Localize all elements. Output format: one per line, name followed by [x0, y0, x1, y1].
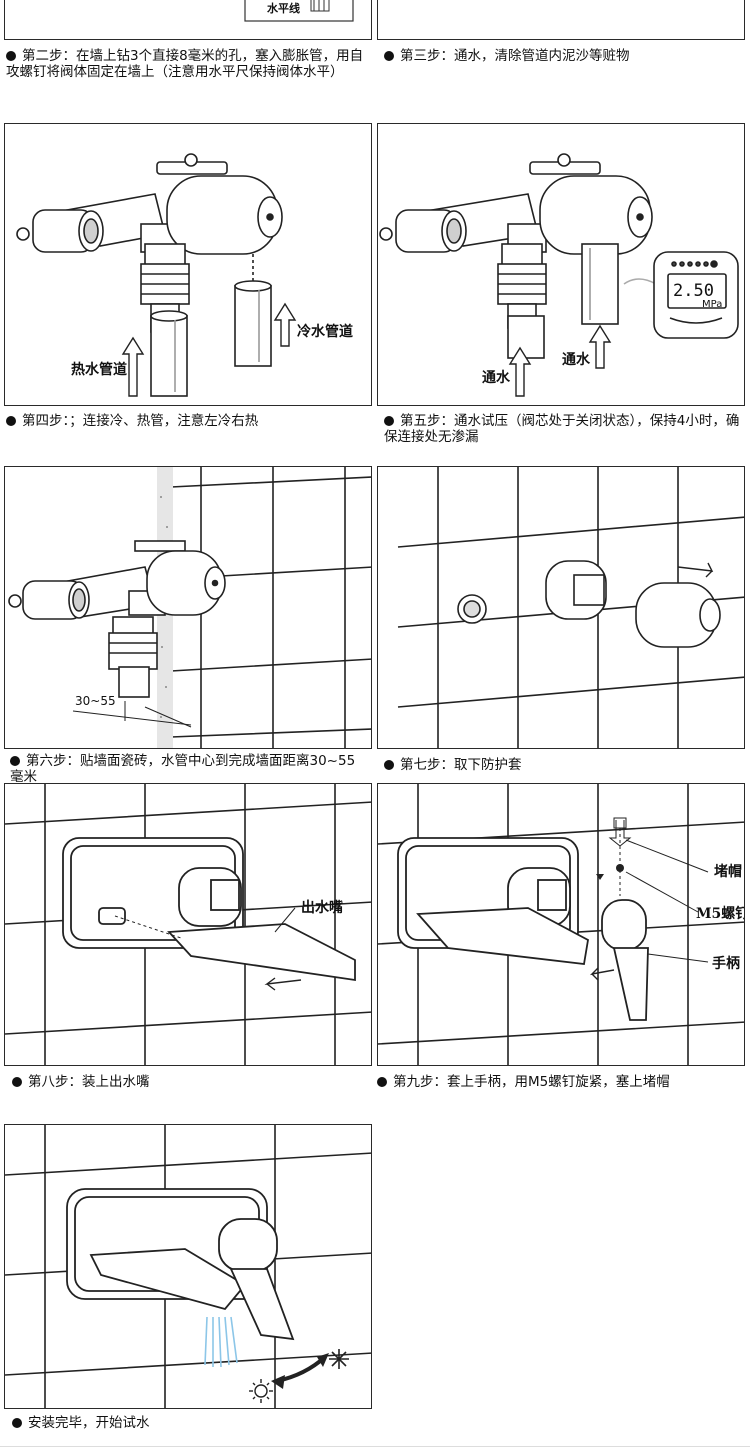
pressure-value: 2.50 [673, 281, 714, 301]
step9-caption: 第九步：套上手柄，用M5螺钉旋紧，塞上堵帽 [377, 1074, 744, 1090]
bullet-icon [12, 1418, 22, 1428]
step8-illustration-panel: 出水嘴 [4, 783, 372, 1066]
step5-illustration-panel: 2.50 MPa 通水 通水 [377, 123, 745, 406]
cap-label: 堵帽 [714, 863, 742, 880]
step8-caption: 第八步：装上出水嘴 [12, 1074, 368, 1090]
distance-label: 30~55 [75, 694, 116, 708]
handle-label: 手柄 [712, 955, 740, 972]
bottom-divider [0, 1446, 750, 1447]
water-in-label-1: 通水 [482, 369, 511, 386]
step2-illustration-panel: 水平线 [4, 0, 372, 40]
step3-illustration-panel [377, 0, 745, 40]
step9-illustration-panel: 堵帽 M5螺钉 手柄 [377, 783, 745, 1066]
bullet-icon [377, 1077, 387, 1087]
cold-pipe-label: 冷水管道 [297, 323, 353, 340]
step4-caption: 第四步：；连接冷、热管，注意左冷右热 [6, 413, 368, 429]
bullet-icon [384, 416, 394, 426]
final-illustration-panel [4, 1124, 372, 1409]
water-in-label-2: 通水 [562, 351, 591, 368]
bullet-icon [6, 51, 16, 61]
step7-illustration-panel [377, 466, 745, 749]
bullet-icon [384, 760, 394, 770]
spout-label: 出水嘴 [301, 899, 343, 916]
step6-illustration-panel: 30~55 [4, 466, 372, 749]
step7-caption: 第七步：取下防护套 [384, 757, 744, 773]
step3-caption: 第三步：通水，清除管道内泥沙等赃物 [384, 48, 744, 64]
pressure-unit: MPa [702, 299, 722, 310]
bullet-icon [12, 1077, 22, 1087]
snowflake-icon [329, 1349, 349, 1369]
bullet-icon [10, 756, 20, 766]
step2-caption: 第二步：在墙上钻3个直接8毫米的孔，塞入膨胀管，用自攻螺钉将阀体固定在墙上（注意… [6, 48, 364, 80]
step6-caption: 第六步：贴墙面瓷砖，水管中心到完成墙面距离30~55毫米 [10, 753, 356, 785]
final-caption: 安装完毕，开始试水 [12, 1415, 372, 1431]
screw-label: M5螺钉 [696, 905, 745, 922]
step4-illustration-panel: 热水管道 冷水管道 [4, 123, 372, 406]
hot-pipe-label: 热水管道 [71, 361, 127, 378]
sun-icon [249, 1379, 273, 1403]
bullet-icon [384, 51, 394, 61]
level-line-label: 水平线 [267, 1, 300, 15]
bullet-icon [6, 416, 16, 426]
step5-caption: 第五步：通水试压（阀芯处于关闭状态），保持4小时，确保连接处无渗漏 [384, 413, 740, 445]
